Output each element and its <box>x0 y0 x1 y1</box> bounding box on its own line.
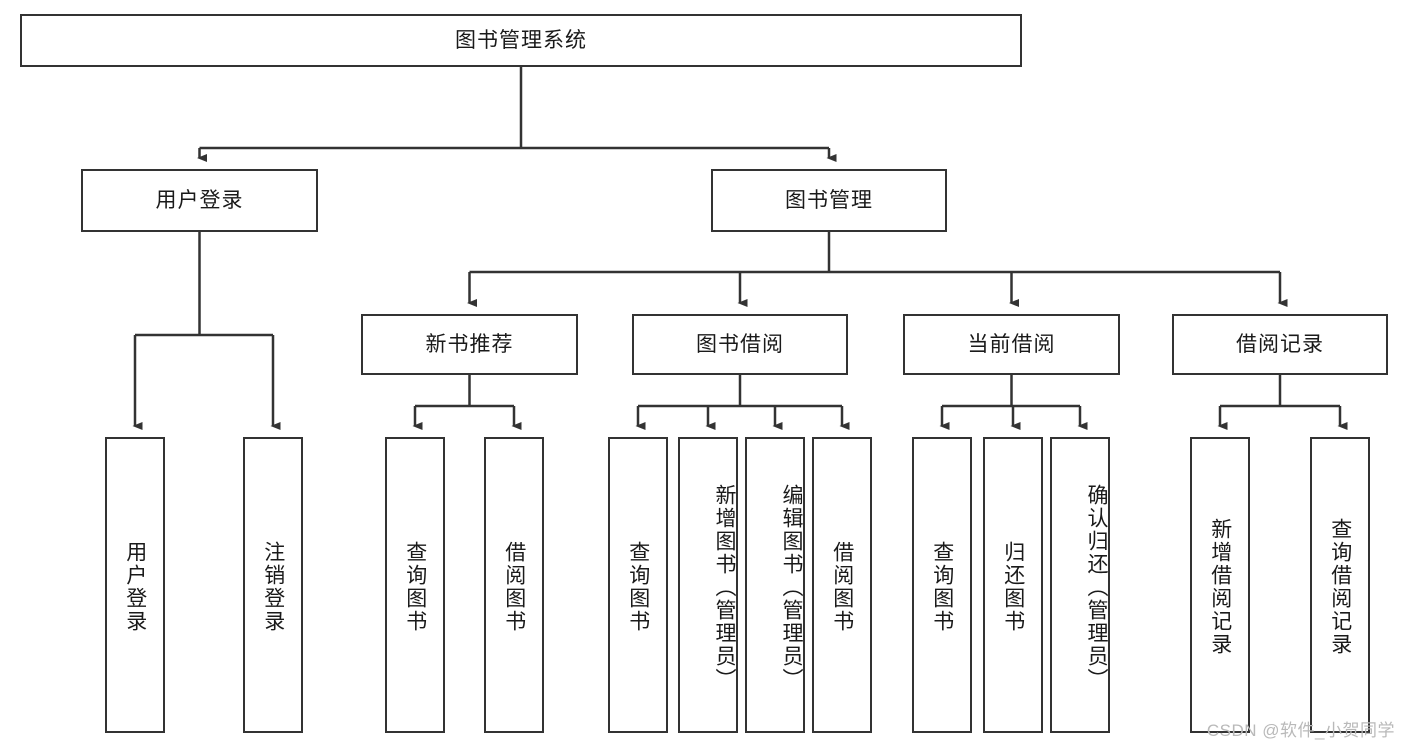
node-user-login[interactable]: 用户登录 <box>81 169 318 232</box>
node-leaf-user-logout[interactable]: 注销登录 <box>243 437 303 733</box>
node-label: 查询图书 <box>626 541 650 633</box>
node-leaf-borrow-book-1[interactable]: 借阅图书 <box>484 437 544 733</box>
node-leaf-query-book-3[interactable]: 查询图书 <box>912 437 972 733</box>
node-leaf-user-login[interactable]: 用户登录 <box>105 437 165 733</box>
watermark-text: CSDN @软件_小贺同学 <box>1206 721 1395 740</box>
node-leaf-add-book[interactable]: 新增图书（管理员） <box>678 437 738 733</box>
node-label: 新增图书（管理员） <box>713 483 736 691</box>
node-label: 借阅图书 <box>830 541 854 633</box>
node-book-manage[interactable]: 图书管理 <box>711 169 947 232</box>
node-label: 图书管理系统 <box>455 28 587 52</box>
node-label: 图书管理 <box>785 188 873 212</box>
node-leaf-query-record[interactable]: 查询借阅记录 <box>1310 437 1370 733</box>
node-label: 当前借阅 <box>967 332 1056 356</box>
node-leaf-add-record[interactable]: 新增借阅记录 <box>1190 437 1250 733</box>
node-label: 编辑图书（管理员） <box>780 483 803 691</box>
node-new-book-recommend[interactable]: 新书推荐 <box>361 314 578 375</box>
node-label: 归还图书 <box>1001 541 1025 633</box>
node-leaf-edit-book[interactable]: 编辑图书（管理员） <box>745 437 805 733</box>
node-label: 查询图书 <box>403 541 427 633</box>
node-root[interactable]: 图书管理系统 <box>20 14 1022 67</box>
node-label: 注销登录 <box>261 541 285 633</box>
node-label: 查询图书 <box>930 541 954 633</box>
node-leaf-query-book-1[interactable]: 查询图书 <box>385 437 445 733</box>
node-label: 用户登录 <box>123 541 147 633</box>
node-leaf-confirm-return[interactable]: 确认归还（管理员） <box>1050 437 1110 733</box>
node-label: 确认归还（管理员） <box>1085 483 1108 691</box>
node-leaf-return-book[interactable]: 归还图书 <box>983 437 1043 733</box>
node-book-borrow[interactable]: 图书借阅 <box>632 314 848 375</box>
node-label: 新书推荐 <box>425 332 514 356</box>
node-label: 新增借阅记录 <box>1208 518 1232 656</box>
node-current-borrow[interactable]: 当前借阅 <box>903 314 1120 375</box>
node-leaf-query-book-2[interactable]: 查询图书 <box>608 437 668 733</box>
node-label: 图书借阅 <box>696 332 784 356</box>
node-label: 借阅记录 <box>1236 332 1324 356</box>
node-leaf-borrow-book-2[interactable]: 借阅图书 <box>812 437 872 733</box>
node-label: 查询借阅记录 <box>1328 518 1352 656</box>
node-label: 用户登录 <box>155 188 244 212</box>
node-borrow-record[interactable]: 借阅记录 <box>1172 314 1388 375</box>
node-label: 借阅图书 <box>502 541 526 633</box>
